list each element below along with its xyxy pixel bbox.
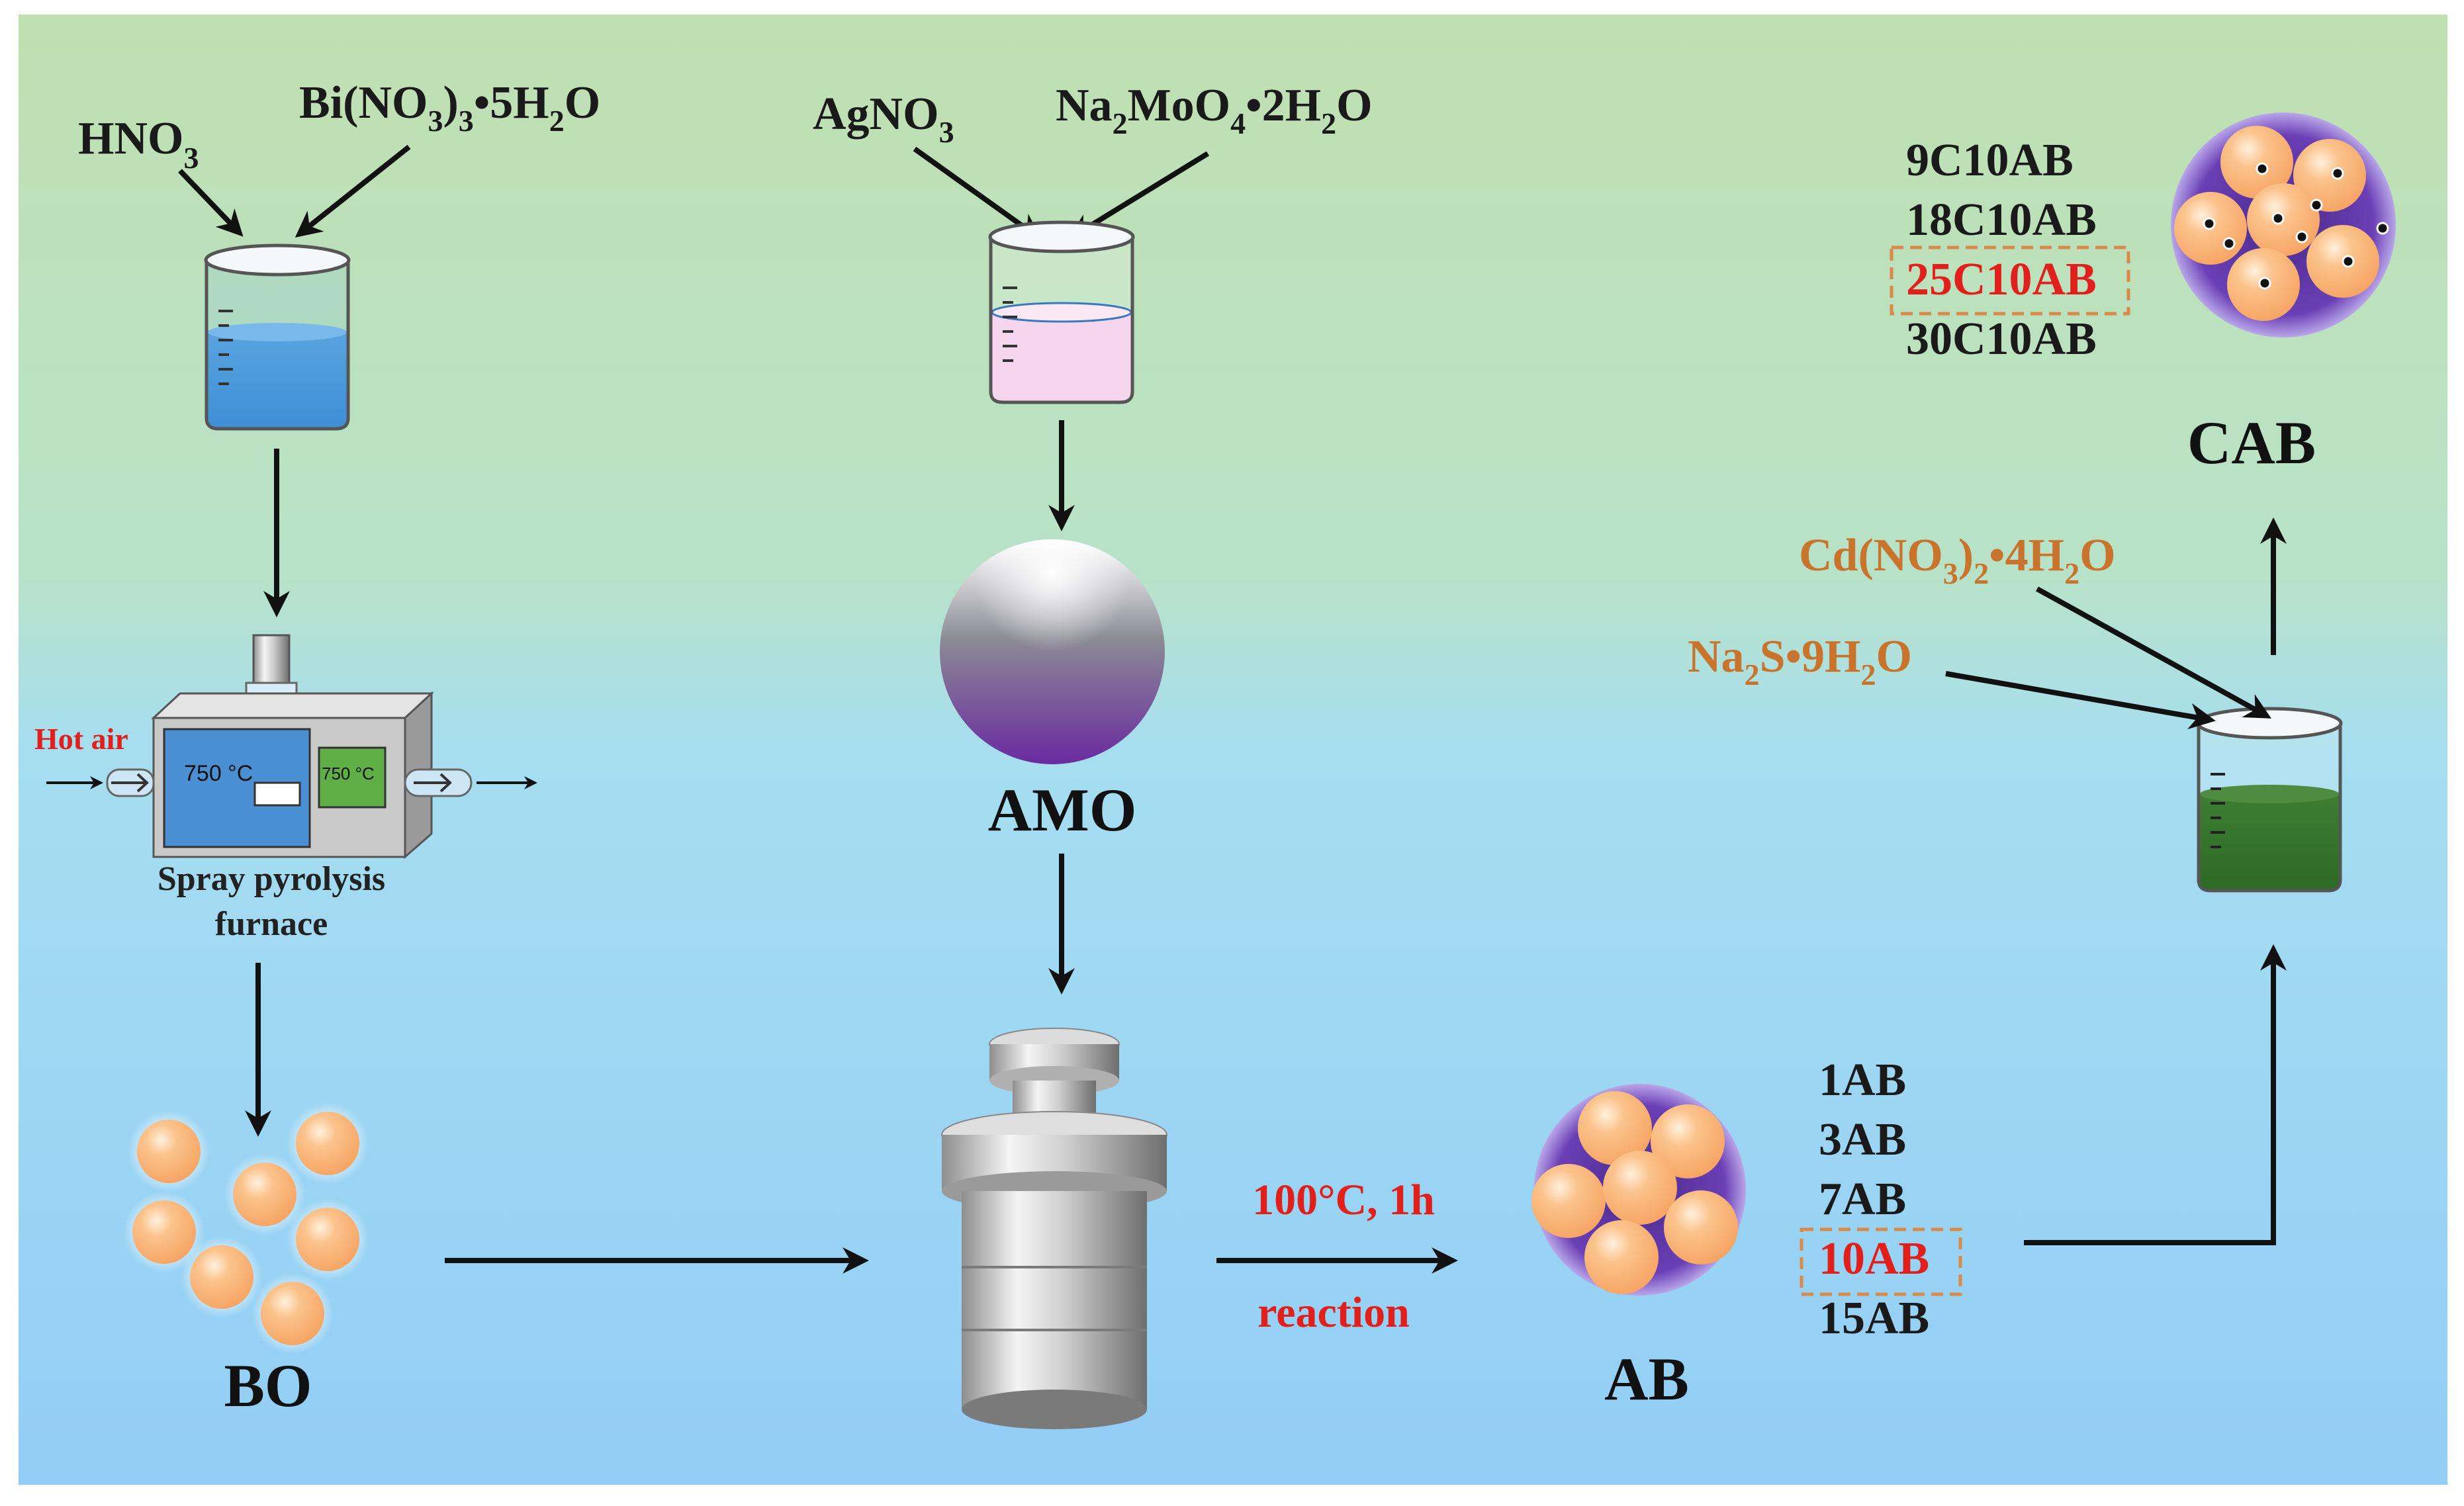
reagent-sodium-molybdate: Na2MoO4•2H2O <box>1056 80 1373 140</box>
product-bo: BO <box>224 1352 312 1419</box>
arrow-na2s-to-beaker <box>1945 671 2216 730</box>
beaker-blue <box>204 244 351 431</box>
furnace-display-temperature: 750 °C <box>322 764 375 783</box>
furnace-label-line1: Spray pyrolysis <box>158 860 385 898</box>
arrow-ab-to-cds-beaker <box>2024 944 2287 1245</box>
cab-variant: 18C10AB <box>1906 195 2097 245</box>
hot-air-label: Hot air <box>34 722 128 756</box>
ab-variant: 15AB <box>1819 1293 1929 1344</box>
bo-particles <box>123 1102 369 1354</box>
arrow-hno3-to-beaker <box>178 169 244 237</box>
beaker-pink <box>988 220 1135 404</box>
amo-sphere <box>940 539 1165 764</box>
furnace-label-line2: furnace <box>215 905 328 943</box>
reagent-agno3: AgNO3 <box>813 89 954 149</box>
spray-pyrolysis-furnace: 750 °C 750 °C <box>106 634 473 860</box>
furnace-temperature: 750 °C <box>184 761 253 786</box>
reagent-hno3: HNO3 <box>78 113 199 175</box>
product-ab: AB <box>1604 1345 1689 1413</box>
cab-variant-selected: 25C10AB <box>1906 254 2097 305</box>
autoclave-reactor <box>941 1028 1167 1429</box>
cab-variant: 9C10AB <box>1906 135 2074 186</box>
beaker-green <box>2196 707 2343 893</box>
ab-variant-selected: 10AB <box>1819 1233 1929 1284</box>
cab-variant: 30C10AB <box>1906 314 2097 365</box>
ab-variant: 1AB <box>1819 1055 1906 1106</box>
product-cab: CAB <box>2187 409 2316 476</box>
ab-variant-list: 1AB 3AB 7AB 10AB 15AB <box>1800 1055 1962 1344</box>
ab-variant: 7AB <box>1819 1174 1906 1225</box>
reagent-cadmium-nitrate: Cd(NO3)2•4H2O <box>1799 530 2116 590</box>
arrow-agno3-to-beaker <box>913 146 1042 240</box>
ab-composite <box>1531 1084 1746 1296</box>
ab-selection-box <box>1800 1227 1962 1296</box>
ab-variant: 3AB <box>1819 1114 1906 1165</box>
reaction-label: reaction <box>1257 1288 1410 1337</box>
reaction-condition: 100°C, 1h <box>1252 1176 1435 1224</box>
reagent-bismuth-nitrate: Bi(NO3)3•5H2O <box>299 77 600 138</box>
reagent-sodium-sulfide: Na2S•9H2O <box>1688 631 1912 691</box>
arrow-cd-to-beaker <box>2036 586 2271 719</box>
product-amo: AMO <box>988 776 1137 844</box>
cab-variant-list: 9C10AB 18C10AB 25C10AB 30C10AB <box>1890 135 2130 365</box>
cab-composite <box>2171 112 2396 337</box>
cab-selection-box <box>1890 245 2130 316</box>
arrow-bi-to-beaker <box>295 144 411 238</box>
